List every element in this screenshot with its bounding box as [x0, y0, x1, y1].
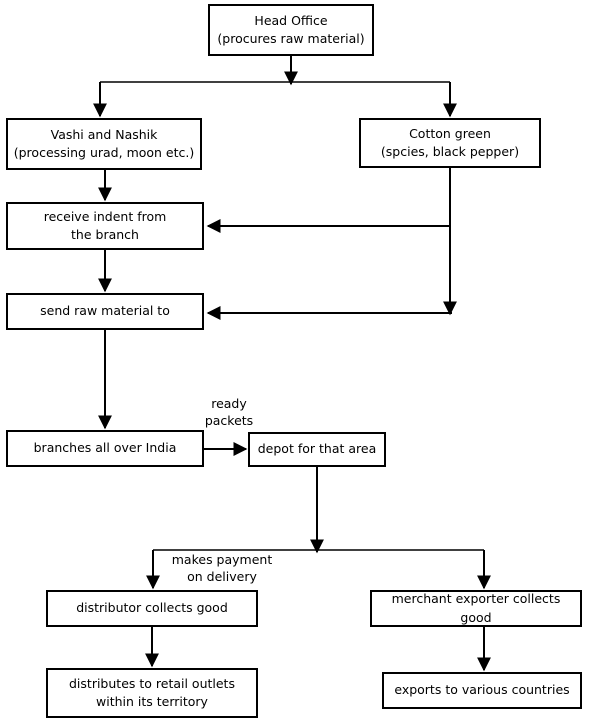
node-vashi-and-nashik[interactable]: Vashi and Nashik (processing urad, moon …: [6, 118, 202, 170]
edge-label-ready-packets: ready packets: [204, 396, 254, 428]
node-cotton-green[interactable]: Cotton green (spcies, black pepper): [359, 118, 541, 168]
node-exports-to-various-countries[interactable]: exports to various countries: [382, 672, 582, 709]
edge-label-makes-payment-on-delivery: makes payment on delivery: [171, 552, 273, 584]
node-distributor-collects-good[interactable]: distributor collects good: [46, 590, 258, 627]
node-send-raw-material-to[interactable]: send raw material to: [6, 293, 204, 330]
node-branches-all-over-india[interactable]: branches all over India: [6, 430, 204, 467]
node-receive-indent-from-the-branch[interactable]: receive indent from the branch: [6, 202, 204, 250]
node-merchant-exporter-collects-good[interactable]: merchant exporter collects good: [370, 590, 582, 627]
node-depot-for-that-area[interactable]: depot for that area: [248, 432, 386, 467]
node-head-office[interactable]: Head Office (procures raw material): [208, 4, 374, 56]
node-distributes-to-retail-outlets[interactable]: distributes to retail outlets within its…: [46, 668, 258, 718]
